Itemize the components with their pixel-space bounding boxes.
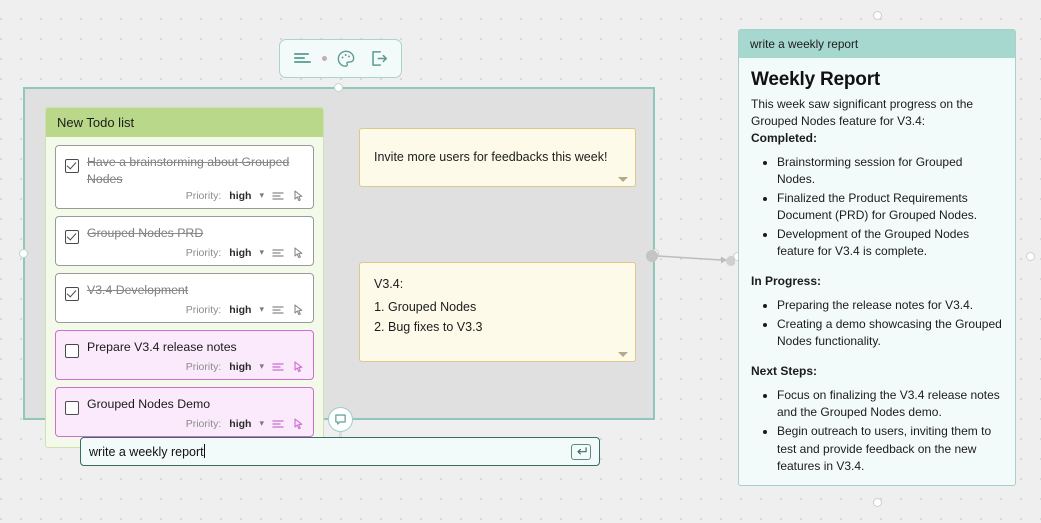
canvas-anchor-dot[interactable] — [1026, 252, 1035, 261]
dot-indicator-icon — [321, 56, 327, 61]
align-list-icon[interactable] — [272, 419, 285, 429]
todo-item[interactable]: Have a brainstorming about Grouped Nodes… — [55, 145, 314, 210]
priority-value[interactable]: high — [229, 303, 252, 316]
sticky-note-list: Grouped Nodes Bug fixes to V3.3 — [388, 298, 621, 337]
todo-item-label: Grouped Nodes PRD — [87, 226, 204, 241]
priority-value[interactable]: high — [229, 360, 252, 373]
cursor-pointer-icon[interactable] — [293, 247, 304, 259]
priority-label: Priority: — [185, 303, 222, 316]
align-list-icon[interactable] — [272, 191, 285, 201]
list-item: Creating a demo showcasing the Grouped N… — [777, 316, 1003, 350]
weekly-report-panel[interactable]: write a weekly report Weekly Report This… — [738, 29, 1016, 486]
cursor-pointer-icon[interactable] — [293, 418, 304, 430]
chevron-down-icon[interactable]: ▾ — [259, 361, 264, 372]
todo-item[interactable]: Prepare V3.4 release notes Priority: hig… — [55, 330, 314, 381]
todo-item[interactable]: Grouped Nodes PRD Priority: high ▾ — [55, 216, 314, 267]
todo-list-items: Have a brainstorming about Grouped Nodes… — [46, 137, 323, 447]
todo-item[interactable]: V3.4 Development Priority: high ▾ — [55, 273, 314, 324]
canvas-anchor-dot[interactable] — [873, 498, 882, 507]
priority-value[interactable]: high — [229, 189, 252, 202]
enter-key-icon[interactable] — [571, 443, 591, 460]
list-item: Brainstorming session for Grouped Nodes. — [777, 154, 1003, 188]
todo-checkbox[interactable] — [65, 159, 79, 173]
chevron-down-icon[interactable]: ▾ — [259, 304, 264, 315]
prompt-input-text: write a weekly report — [89, 445, 204, 459]
list-item: Preparing the release notes for V3.4. — [777, 297, 1003, 314]
export-icon[interactable] — [366, 46, 392, 72]
sticky-note[interactable]: V3.4: Grouped Nodes Bug fixes to V3.3 — [359, 262, 636, 362]
report-section-list: Brainstorming session for Grouped Nodes.… — [777, 154, 1003, 260]
list-item: Begin outreach to users, inviting them t… — [777, 423, 1003, 474]
report-panel-body: Weekly Report This week saw significant … — [739, 58, 1015, 485]
todo-item-label: Have a brainstorming about Grouped Nodes — [87, 155, 290, 186]
todo-list-node[interactable]: New Todo list Have a brainstorming about… — [45, 107, 324, 449]
canvas-anchor-dot[interactable] — [873, 11, 882, 20]
todo-checkbox[interactable] — [65, 230, 79, 245]
report-section-list: Preparing the release notes for V3.4. Cr… — [777, 297, 1003, 350]
priority-label: Priority: — [185, 417, 222, 430]
report-section-heading: Completed: — [751, 131, 817, 146]
todo-item-label: Grouped Nodes Demo — [87, 397, 211, 412]
report-section-heading: Next Steps: — [751, 364, 818, 379]
chat-node-stem — [339, 431, 342, 440]
list-item: Development of the Grouped Nodes feature… — [777, 226, 1003, 260]
chevron-down-icon[interactable] — [618, 177, 628, 182]
priority-label: Priority: — [185, 360, 222, 373]
align-list-icon[interactable] — [272, 305, 285, 315]
align-list-icon[interactable] — [272, 248, 285, 258]
report-section-heading: In Progress: — [751, 274, 822, 289]
report-title: Weekly Report — [751, 69, 881, 90]
resize-handle-top[interactable] — [334, 83, 343, 92]
priority-value[interactable]: high — [229, 246, 252, 259]
palette-icon[interactable] — [333, 46, 359, 72]
sticky-note-text: Invite more users for feedbacks this wee… — [374, 150, 608, 165]
todo-list-title: New Todo list — [46, 108, 323, 137]
prompt-input-bar[interactable]: write a weekly report — [80, 437, 600, 466]
chevron-down-icon[interactable]: ▾ — [259, 190, 264, 201]
todo-item-label: V3.4 Development — [87, 283, 189, 298]
text-caret — [203, 444, 205, 458]
cursor-pointer-icon[interactable] — [293, 190, 304, 202]
todo-checkbox[interactable] — [65, 287, 79, 302]
align-list-icon[interactable] — [272, 362, 285, 372]
sticky-note-heading: V3.4: — [374, 277, 404, 291]
todo-checkbox[interactable] — [65, 344, 79, 359]
list-item: Bug fixes to V3.3 — [388, 318, 621, 337]
text-align-icon[interactable] — [289, 46, 315, 72]
sticky-note[interactable]: Invite more users for feedbacks this wee… — [359, 128, 636, 187]
priority-value[interactable]: high — [229, 417, 252, 430]
resize-handle-left[interactable] — [19, 248, 28, 258]
prompt-input-field[interactable]: write a weekly report — [89, 444, 571, 459]
priority-label: Priority: — [185, 189, 222, 202]
list-item: Finalized the Product Requirements Docum… — [777, 190, 1003, 224]
floating-toolbar[interactable] — [279, 39, 402, 78]
chat-bubble-icon[interactable] — [328, 407, 353, 432]
todo-item[interactable]: Grouped Nodes Demo Priority: high ▾ — [55, 387, 314, 438]
report-section-list: Focus on finalizing the V3.4 release not… — [777, 387, 1003, 474]
report-panel-header: write a weekly report — [739, 30, 1015, 58]
list-item: Focus on finalizing the V3.4 release not… — [777, 387, 1003, 421]
chevron-down-icon[interactable]: ▾ — [259, 418, 264, 429]
cursor-pointer-icon[interactable] — [293, 361, 304, 373]
list-item: Grouped Nodes — [388, 298, 621, 317]
cursor-pointer-icon[interactable] — [293, 304, 304, 316]
chevron-down-icon[interactable]: ▾ — [259, 247, 264, 258]
todo-item-label: Prepare V3.4 release notes — [87, 340, 237, 355]
todo-checkbox[interactable] — [65, 401, 79, 416]
chevron-down-icon[interactable] — [618, 352, 628, 357]
priority-label: Priority: — [185, 246, 222, 259]
node-connector[interactable] — [645, 245, 735, 269]
report-intro: This week saw significant progress on th… — [751, 96, 974, 128]
